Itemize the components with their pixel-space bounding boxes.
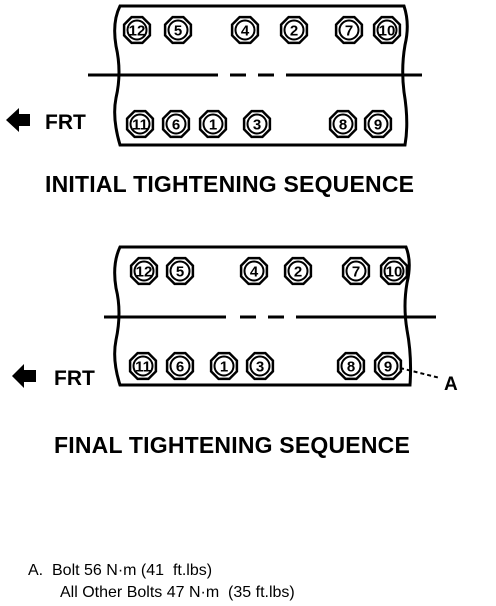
callout-leader-line xyxy=(399,367,441,379)
note-bolt-a: A. Bolt 56 N·m (41 ft.lbs) xyxy=(28,562,213,579)
bolt-washer-ring xyxy=(377,355,399,377)
bolt-number: 12 xyxy=(129,23,146,40)
initial-bolt-5: 5 xyxy=(163,15,193,45)
bolt-washer-ring xyxy=(243,260,265,282)
initial-cylinder-head xyxy=(88,4,422,147)
bolt-washer-ring xyxy=(213,355,235,377)
bolt-washer-ring xyxy=(126,19,148,41)
initial-head-outline xyxy=(113,4,409,147)
initial-bolt-4: 4 xyxy=(230,15,260,45)
bolt-number: 4 xyxy=(250,264,259,281)
initial-front-arrow-icon xyxy=(6,108,30,132)
final-head-outline xyxy=(113,245,413,387)
bolt-washer-ring xyxy=(129,113,151,135)
bolt-number: 8 xyxy=(347,359,355,376)
bolt-number: 11 xyxy=(135,359,151,376)
initial-bolt-1: 1 xyxy=(198,109,228,139)
bolt-washer-ring xyxy=(202,113,224,135)
final-bolt-7: 7 xyxy=(341,256,371,286)
bolt-number: 3 xyxy=(253,117,261,134)
final-bolt-9: 9 xyxy=(373,351,403,381)
bolt-number: 6 xyxy=(172,117,180,134)
initial-bolt-8: 8 xyxy=(328,109,358,139)
final-bolt-4: 4 xyxy=(239,256,269,286)
bolt-washer-ring xyxy=(165,113,187,135)
bolt-washer-ring xyxy=(246,113,268,135)
bolt-number: 4 xyxy=(241,23,250,40)
note-other-bolts: All Other Bolts 47 N·m (35 ft.lbs) xyxy=(60,584,295,601)
bolt-washer-ring xyxy=(338,19,360,41)
bolt-washer-ring xyxy=(169,355,191,377)
bolt-number: 10 xyxy=(379,23,396,40)
initial-front-label: FRT xyxy=(45,111,86,134)
bolt-number: 7 xyxy=(352,264,360,281)
bolt-washer-ring xyxy=(133,260,155,282)
bolt-washer-ring xyxy=(367,113,389,135)
bolt-number: 9 xyxy=(384,359,392,376)
final-front-arrow-icon xyxy=(12,364,36,388)
final-front-label: FRT xyxy=(54,367,95,390)
final-bolt-8: 8 xyxy=(336,351,366,381)
bolt-number: 6 xyxy=(176,359,184,376)
bolt-washer-ring xyxy=(249,355,271,377)
callout-label: A xyxy=(444,374,458,395)
initial-bolt-6: 6 xyxy=(161,109,191,139)
bolt-washer-ring xyxy=(169,260,191,282)
initial-caption: INITIAL TIGHTENING SEQUENCE xyxy=(45,171,414,197)
bolt-washer-ring xyxy=(287,260,309,282)
final-bolt-3: 3 xyxy=(245,351,275,381)
torque-notes: A. Bolt 56 N·m (41 ft.lbs) All Other Bol… xyxy=(28,560,295,604)
bolt-number: 2 xyxy=(294,264,302,281)
bolt-number: 2 xyxy=(290,23,298,40)
bolt-number: 12 xyxy=(136,264,153,281)
final-cylinder-head xyxy=(104,245,436,387)
final-bolt-2: 2 xyxy=(283,256,313,286)
bolt-number: 5 xyxy=(176,264,184,281)
bolt-washer-ring xyxy=(345,260,367,282)
bolt-washer-ring xyxy=(283,19,305,41)
initial-bolt-7: 7 xyxy=(334,15,364,45)
bolt-washer-ring xyxy=(234,19,256,41)
bolt-washer-ring xyxy=(376,19,398,41)
initial-bolt-9: 9 xyxy=(363,109,393,139)
bolt-washer-ring xyxy=(167,19,189,41)
bolt-washer-ring xyxy=(340,355,362,377)
initial-bolt-11: 11 xyxy=(125,109,155,139)
bolt-number: 3 xyxy=(256,359,264,376)
final-bolt-11: 11 xyxy=(128,351,158,381)
bolt-washer-ring xyxy=(332,113,354,135)
final-bolt-10: 10 xyxy=(379,256,409,286)
bolt-number: 5 xyxy=(174,23,182,40)
initial-bolts: 12 5 4 2 7 10 11 6 1 3 8 9 xyxy=(122,15,402,139)
final-bolt-6: 6 xyxy=(165,351,195,381)
final-bolt-12: 12 xyxy=(129,256,159,286)
final-bolt-1: 1 xyxy=(209,351,239,381)
final-bolt-5: 5 xyxy=(165,256,195,286)
initial-bolt-3: 3 xyxy=(242,109,272,139)
bolt-washer-ring xyxy=(132,355,154,377)
bolt-washer-ring xyxy=(383,260,405,282)
bolt-number: 10 xyxy=(386,264,403,281)
final-bolts: 12 5 4 2 7 10 11 6 1 3 8 9 xyxy=(128,256,409,381)
initial-bolt-2: 2 xyxy=(279,15,309,45)
initial-bolt-12: 12 xyxy=(122,15,152,45)
bolt-number: 1 xyxy=(220,359,228,376)
bolt-number: 11 xyxy=(132,117,148,134)
bolt-number: 7 xyxy=(345,23,353,40)
bolt-number: 9 xyxy=(374,117,382,134)
bolt-number: 1 xyxy=(209,117,217,134)
initial-bolt-10: 10 xyxy=(372,15,402,45)
bolt-number: 8 xyxy=(339,117,347,134)
final-caption: FINAL TIGHTENING SEQUENCE xyxy=(54,432,410,458)
